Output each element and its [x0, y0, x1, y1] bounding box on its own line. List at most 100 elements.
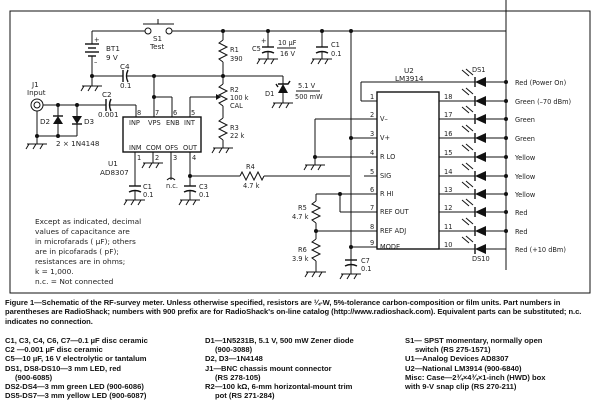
parts-list-item: with 9-V snap clip (RS 270-211) — [405, 382, 517, 392]
capacitor-c1-u1: C1 0.1 — [123, 183, 154, 206]
led-symbol — [475, 244, 486, 254]
u2-pin-name: R LO — [380, 153, 395, 161]
u2-ground — [303, 118, 377, 171]
svg-text:INT: INT — [184, 119, 196, 127]
r2-cal-label: CAL — [230, 102, 243, 110]
u2-pin-number: 18 — [444, 93, 452, 101]
figure-caption: Figure 1—Schematic of the RF-survey mete… — [5, 298, 582, 326]
j1-label: Input — [27, 88, 46, 97]
u2-part: LM3914 — [395, 74, 424, 83]
c7-ref: C7 — [361, 257, 370, 265]
svg-text:1: 1 — [137, 154, 141, 162]
parts-list-item: switch (RS 275-1571) — [415, 345, 491, 355]
capacitor-c1-rail: C1 0.1 — [310, 31, 342, 65]
u2-pin-name: REF OUT — [380, 208, 410, 216]
led-color-label: Green — [515, 116, 535, 124]
u2-pin-name: SIG — [380, 172, 391, 180]
c2-ref: C2 — [102, 90, 112, 99]
led-color-label: Red (Power On) — [515, 79, 566, 87]
resistor-r4: R4 4.7 k — [190, 163, 350, 190]
u1-ref: U1 — [108, 159, 118, 168]
c1a-value: 0.1 — [143, 191, 154, 199]
led-symbol — [475, 133, 486, 143]
capacitor-c7: C7 0.1 — [339, 246, 377, 280]
d1-ref: D1 — [265, 90, 274, 98]
capacitor-c4: C4 0.1 — [92, 62, 225, 90]
r2-value: 100 k — [230, 94, 249, 102]
led-symbol — [475, 171, 486, 181]
switch-s1: S1 Test — [143, 19, 174, 51]
led-symbol — [475, 77, 486, 87]
led-1: Red (Power On) DS1 — [461, 66, 566, 87]
led-symbol — [475, 226, 486, 236]
capacitor-c3: C3 0.1 — [178, 176, 210, 206]
svg-text:INP: INP — [129, 119, 140, 127]
u2-pin-name: V+ — [380, 134, 390, 142]
parts-list-item: DS5-DS7—3 mm yellow LED (900-6087) — [5, 391, 147, 401]
u2-pin-name: R HI — [380, 190, 394, 198]
c2-value: 0.001 — [98, 110, 119, 119]
parts-list-item: Misc: Case—2¾×4¾×1-inch (HWD) box — [405, 372, 546, 382]
c1b-value: 0.1 — [331, 50, 342, 58]
potentiometer-r2: R2 100 k CAL — [217, 76, 249, 110]
svg-text:INM: INM — [129, 144, 142, 152]
led-ref: DS10 — [472, 255, 490, 263]
parts-list-item: R2—100 kΩ, 6-mm horizontal-mount trim — [205, 382, 353, 392]
led-color-label: Yellow — [514, 154, 536, 162]
value-note: Except as indicated, decimal values of c… — [35, 217, 142, 286]
u2-pin-name: REF ADJ — [380, 227, 406, 235]
d2-ref: D2 — [40, 117, 50, 126]
c4-ref: C4 — [120, 62, 130, 71]
r6-value: 3.9 k — [292, 255, 309, 263]
u2-pin-number: 7 — [370, 204, 374, 212]
svg-text:COM: COM — [146, 144, 162, 152]
u2-pin-number: 12 — [444, 204, 452, 212]
parts-list-item: U1—Analog Devices AD8307 — [405, 354, 509, 364]
svg-text:8: 8 — [137, 109, 141, 117]
r5-value: 4.7 k — [292, 213, 309, 221]
led-color-label: Yellow — [514, 191, 536, 199]
led-symbol — [475, 152, 486, 162]
diode-d3: D3 2 × 1N4148 — [56, 103, 100, 148]
parts-list-item: C1, C3, C4, C6, C7—0.1 µF disc ceramic — [5, 336, 148, 345]
battery-bt1: + – BT1 9 V — [80, 31, 120, 92]
d2-d3-part: 2 × 1N4148 — [56, 139, 100, 148]
parts-list-item: (900-3088) — [215, 345, 253, 355]
u2-pin-number: 11 — [444, 223, 452, 231]
parts-list-item: C5—10 µF, 16 V electrolytic or tantalum — [5, 354, 147, 364]
svg-text:6: 6 — [173, 109, 177, 117]
parts-list-item: D2, D3—1N4148 — [205, 354, 263, 364]
svg-text:VPS: VPS — [148, 119, 161, 127]
led-ref: DS1 — [472, 66, 485, 74]
u2-pin-number: 17 — [444, 111, 452, 119]
ic-u2: U2 LM3914 — [376, 66, 440, 250]
u2-pin-number: 6 — [370, 186, 374, 194]
r2-ref: R2 — [230, 86, 239, 94]
parts-list-item: D1—1N5231B, 5.1 V, 500 mW Zener diode — [205, 336, 354, 345]
r6-ref: R6 — [298, 246, 307, 254]
u2-pin-name: MODE — [380, 243, 400, 251]
parts-list-item: S1— SPST momentary, normally open — [405, 336, 543, 345]
parts-list-item: DS2-DS4—3 mm green LED (900-6086) — [5, 382, 144, 392]
led-color-label: Yellow — [514, 173, 536, 181]
svg-text:4: 4 — [192, 154, 196, 162]
d1-voltage: 5.1 V — [298, 82, 316, 90]
u2-pin-number: 3 — [370, 130, 374, 138]
svg-text:7: 7 — [155, 109, 159, 117]
parts-list-col2: D1—1N5231B, 5.1 V, 500 mW Zener diode(90… — [205, 336, 354, 400]
bt1-value: 9 V — [106, 53, 118, 62]
c5-rating: 16 V — [280, 50, 295, 58]
d3-ref: D3 — [84, 117, 94, 126]
c3-ref: C3 — [199, 183, 208, 191]
zener-d1: D1 5.1 V 500 mW — [223, 75, 323, 109]
svg-text:OFS: OFS — [165, 144, 178, 152]
u2-pin-number: 9 — [370, 239, 374, 247]
